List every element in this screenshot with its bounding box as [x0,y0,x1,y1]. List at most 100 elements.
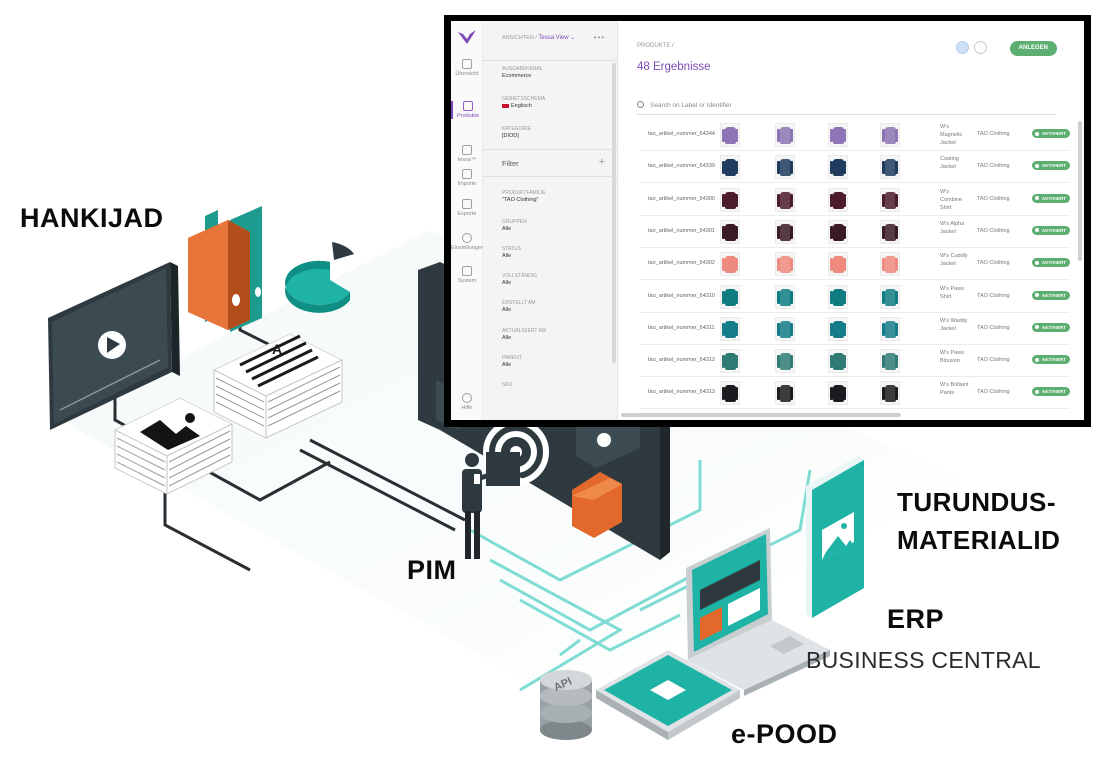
product-thumbnail[interactable] [880,187,900,212]
filter-item-7[interactable]: SKU [502,382,512,389]
setting-item-2[interactable]: KATEGORIE[DIOD] [502,126,531,140]
rail-item-grid[interactable]: Übersicht [451,59,483,77]
product-thumbnail[interactable] [880,155,900,180]
product-thumbnail[interactable] [775,123,795,147]
garment-image [735,225,738,239]
bell-icon[interactable] [974,41,987,54]
rail-item-label: tessa™ [457,157,477,163]
garment-image [895,387,898,401]
product-thumbnail[interactable] [828,284,848,309]
product-thumbnail[interactable] [828,155,848,180]
product-thumbnail[interactable] [720,349,740,374]
product-family: TAO Clothing [977,292,1010,299]
filter-item-value: Alle [502,280,512,286]
product-thumbnail[interactable] [720,219,740,244]
erp-label: ERP [887,604,945,634]
rail-item-sliders[interactable]: System [451,266,483,284]
add-filter-icon[interactable]: + [598,156,605,168]
garment-image [830,258,833,272]
rail-item-product[interactable]: Produkte [451,101,483,119]
search-input[interactable]: Search on Label or Identifier [637,100,1056,115]
user-avatar-icon[interactable] [956,41,969,54]
product-thumbnail[interactable] [720,316,740,341]
product-thumbnail[interactable] [720,123,740,147]
garment-image [777,387,780,401]
rail-item-settings[interactable]: Einstellungen [451,233,484,251]
rail-item-help[interactable]: Hilfe [451,393,483,411]
product-thumbnail[interactable] [720,252,740,277]
setting-item-value: Ecommerce [502,73,532,79]
flag-icon [502,103,509,108]
product-thumbnail[interactable] [720,381,740,406]
garment-image [722,322,725,336]
garment-image [725,353,736,371]
rail-item-import[interactable]: Importe [451,169,483,187]
product-thumbnail[interactable] [775,252,795,277]
product-thumbnail[interactable] [880,123,900,147]
product-thumbnail[interactable] [775,284,795,309]
breadcrumb[interactable]: PRODUKTE / [637,43,674,49]
garment-image [725,191,736,209]
product-thumbnail[interactable] [880,219,900,244]
product-thumbnail[interactable] [720,155,740,180]
product-thumbnail[interactable] [775,349,795,374]
product-thumbnail[interactable] [828,187,848,212]
product-thumbnail[interactable] [775,219,795,244]
setting-item-label: KATEGORIE [502,126,531,132]
product-thumbnail[interactable] [720,284,740,309]
product-thumbnail[interactable] [880,316,900,341]
status-badge: AKTIVIERT [1031,290,1070,300]
horizontal-scrollbar[interactable] [621,413,901,417]
product-thumbnail[interactable] [828,252,848,277]
garment-image [790,258,793,272]
filter-item-label: PRODUKTFAMILIE [502,190,546,196]
garment-image [843,258,846,272]
product-thumbnail[interactable] [775,316,795,341]
garment-image [735,290,738,304]
garment-image [725,127,736,144]
tablet-e-shop [596,650,740,740]
filter-item-0[interactable]: PRODUKTFAMILIE"TAO Clothing" [502,190,546,204]
rail-item-export[interactable]: Exporte [451,199,483,217]
product-thumbnail[interactable] [828,123,848,147]
product-thumbnail[interactable] [880,349,900,374]
product-thumbnail[interactable] [775,187,795,212]
product-thumbnail[interactable] [828,381,848,406]
product-thumbnail[interactable] [880,381,900,406]
garment-image [725,320,736,338]
more-icon[interactable]: ••• [593,33,605,42]
product-thumbnail[interactable] [828,219,848,244]
result-count: 48 Ergebnisse [637,61,711,73]
filter-scrollbar[interactable] [612,63,616,363]
product-thumbnail[interactable] [828,316,848,341]
garment-image [895,322,898,336]
product-thumbnail[interactable] [775,381,795,406]
view-selector[interactable]: ANSICHTEN / Tessa View ⌄ ••• [483,21,617,61]
product-thumbnail[interactable] [720,187,740,212]
status-badge: AKTIVIERT [1031,161,1070,171]
rail-item-tessa[interactable]: tessa™ [451,145,483,163]
product-thumbnail[interactable] [775,155,795,180]
create-product-button[interactable]: ANLEGEN [1009,41,1057,56]
list-scrollbar[interactable] [1078,121,1082,261]
product-thumbnail[interactable] [828,349,848,374]
product-thumbnail[interactable] [880,284,900,309]
product-thumbnail[interactable] [880,252,900,277]
